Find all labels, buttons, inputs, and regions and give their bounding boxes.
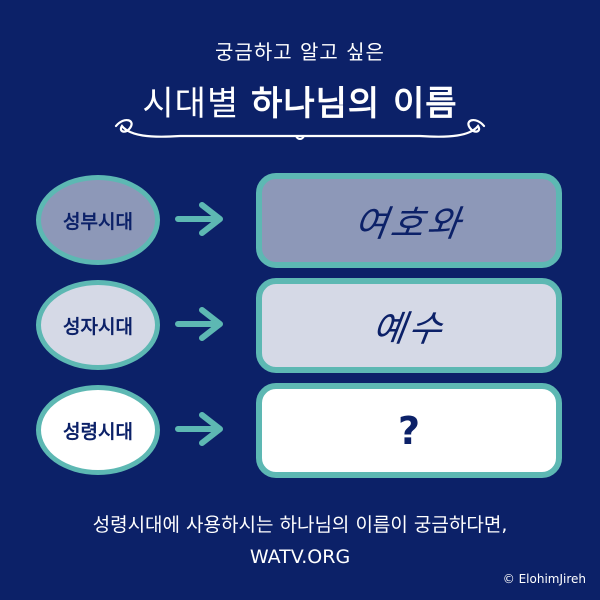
title-flourish-ornament [114, 119, 486, 140]
arrow-right-icon [175, 307, 223, 341]
god-name: 여호와 [351, 203, 466, 245]
era-row-holy-spirit: 성령시대 ? [0, 383, 600, 478]
era-label: 성자시대 [63, 315, 133, 338]
era-label: 성부시대 [63, 210, 133, 233]
arrow-right-icon [175, 412, 223, 446]
arrow-right-icon [175, 202, 223, 236]
era-row-father: 성부시대 여호와 [0, 173, 600, 268]
era-label-ellipse: 성부시대 [36, 175, 160, 265]
website-link[interactable]: WATV.ORG [249, 546, 351, 568]
footer-text: 성령시대에 사용하시는 하나님의 이름이 궁금하다면, [92, 514, 508, 536]
title-bold: 하나님의 이름 [251, 84, 458, 124]
copyright-notice: © ElohimJireh [502, 572, 586, 586]
god-name-box: ? [256, 383, 562, 478]
subtitle: 궁금하고 알고 싶은 [215, 40, 385, 64]
era-row-son: 성자시대 예수 [0, 278, 600, 373]
era-label-ellipse: 성령시대 [36, 385, 160, 475]
page-title: 시대별 하나님의 이름 [0, 76, 600, 125]
god-name-box: 여호와 [256, 173, 562, 268]
god-name: 예수 [369, 308, 448, 350]
god-name-box: 예수 [256, 278, 562, 373]
era-label: 성령시대 [63, 420, 133, 443]
title-light: 시대별 [142, 84, 252, 124]
question-mark: ? [397, 408, 421, 453]
era-label-ellipse: 성자시대 [36, 280, 160, 370]
